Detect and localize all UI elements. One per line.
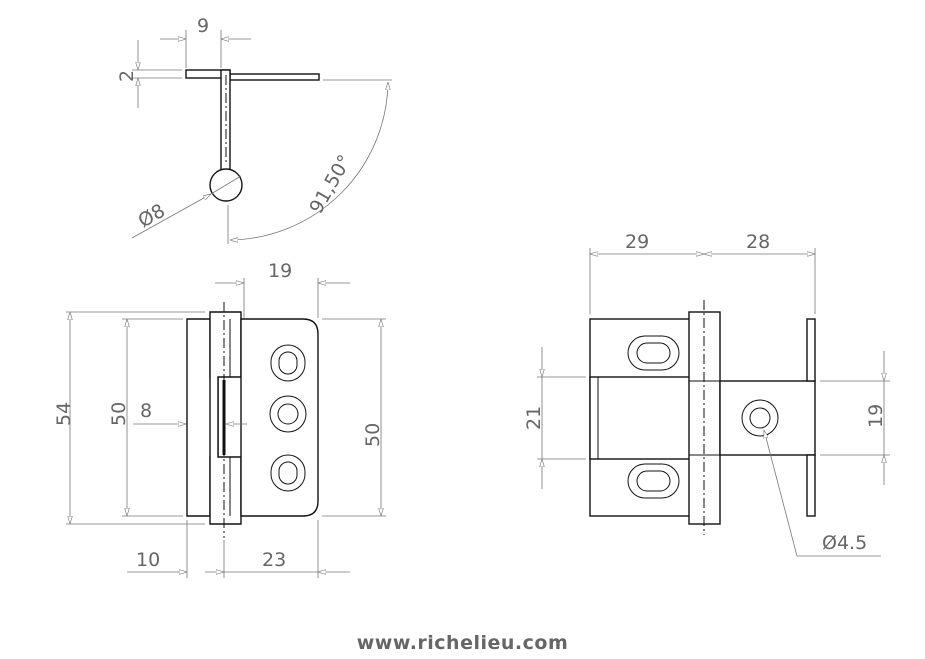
right-leaf bbox=[240, 318, 319, 517]
website-footer: www.richelieu.com bbox=[356, 632, 569, 654]
front-view: 54 50 50 8 19 10 23 bbox=[53, 260, 386, 578]
screw-hole bbox=[269, 395, 307, 433]
screw-slot bbox=[270, 454, 306, 492]
screw-slot bbox=[627, 463, 680, 499]
dim-23: 23 bbox=[262, 549, 286, 571]
dim-29: 29 bbox=[625, 231, 649, 253]
dim-angle: 91,50° bbox=[305, 151, 356, 217]
dim-hole-diameter: Ø4.5 bbox=[822, 532, 867, 554]
dim-54: 54 bbox=[53, 402, 75, 426]
screw-hole bbox=[741, 399, 779, 437]
dim-50-left: 50 bbox=[108, 402, 130, 426]
top-view: 9 2 Ø8 91,50° bbox=[116, 15, 392, 244]
dim-width-9: 9 bbox=[197, 15, 209, 37]
screw-slot bbox=[627, 335, 680, 371]
dim-10: 10 bbox=[136, 549, 160, 571]
dim-19-side: 19 bbox=[865, 404, 887, 428]
screw-slot bbox=[270, 344, 306, 382]
dim-pin-diameter: Ø8 bbox=[135, 200, 169, 233]
dim-19-top: 19 bbox=[268, 260, 292, 282]
dim-8: 8 bbox=[140, 400, 152, 422]
side-view: 29 28 21 19 Ø4.5 bbox=[523, 231, 890, 557]
dim-21: 21 bbox=[523, 406, 545, 430]
dim-thickness-2: 2 bbox=[116, 70, 138, 82]
dim-28: 28 bbox=[746, 231, 770, 253]
dim-50-right: 50 bbox=[362, 423, 384, 447]
flange-right bbox=[229, 73, 320, 81]
